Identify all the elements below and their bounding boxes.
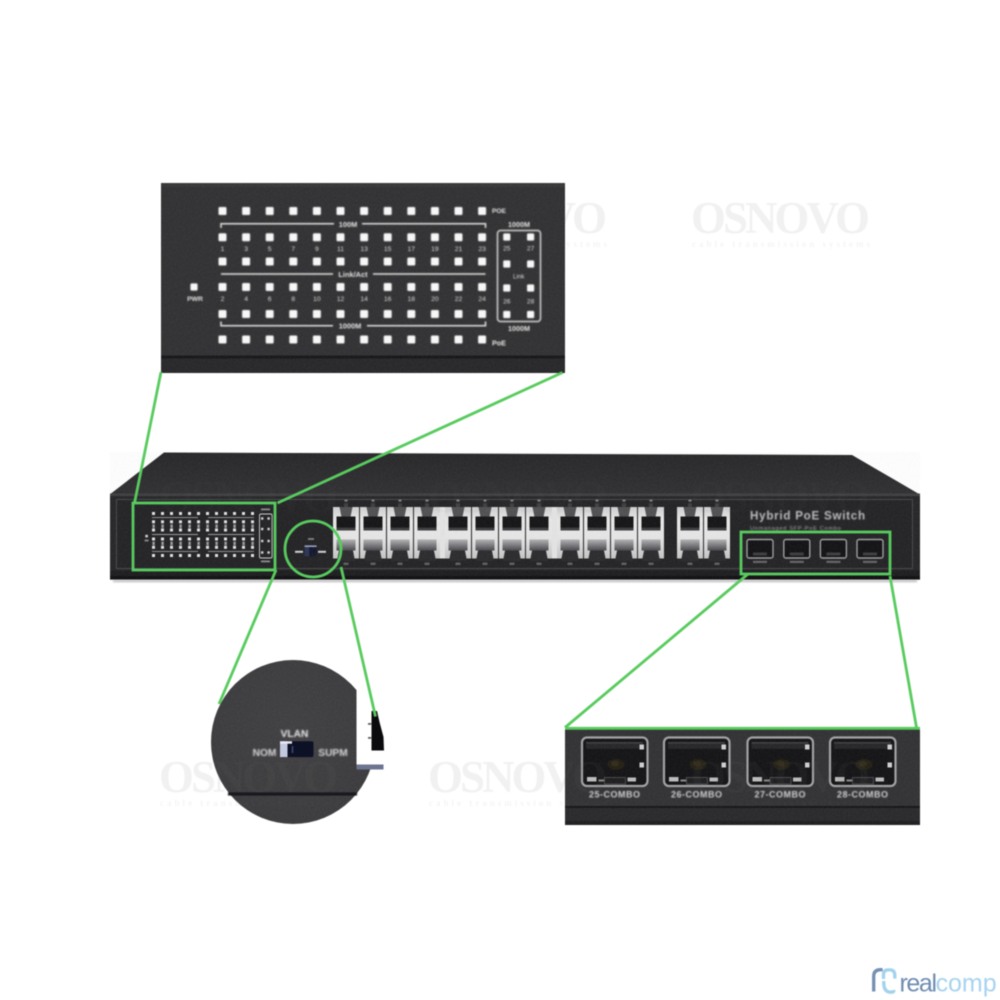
svg-text:realcomp: realcomp bbox=[900, 969, 997, 997]
svg-text:4: 4 bbox=[244, 296, 248, 303]
svg-text:17: 17 bbox=[408, 246, 416, 253]
svg-text:100M: 100M bbox=[339, 220, 358, 229]
svg-text:14: 14 bbox=[360, 296, 368, 303]
svg-text:15: 15 bbox=[384, 246, 392, 253]
svg-text:PWR: PWR bbox=[187, 296, 203, 303]
svg-text:12: 12 bbox=[337, 296, 345, 303]
svg-text:OSNOVO: OSNOVO bbox=[691, 193, 871, 243]
svg-text:OSNOVO: OSNOVO bbox=[159, 752, 339, 802]
svg-text:OSNOVO: OSNOVO bbox=[428, 472, 608, 522]
svg-text:1000M: 1000M bbox=[508, 220, 530, 229]
svg-text:24: 24 bbox=[478, 296, 486, 303]
svg-text:19: 19 bbox=[431, 246, 439, 253]
svg-text:6: 6 bbox=[268, 296, 272, 303]
svg-text:1000M: 1000M bbox=[339, 322, 362, 331]
svg-text:SUPM: SUPM bbox=[318, 748, 347, 759]
svg-text:OSNOVO: OSNOVO bbox=[691, 472, 871, 522]
svg-text:VLAN: VLAN bbox=[281, 729, 309, 740]
svg-text:1: 1 bbox=[221, 246, 225, 253]
svg-text:1000M: 1000M bbox=[508, 324, 530, 333]
svg-text:5: 5 bbox=[268, 246, 272, 253]
svg-text:25: 25 bbox=[503, 246, 511, 253]
svg-text:22: 22 bbox=[455, 296, 463, 303]
svg-text:PoE: PoE bbox=[492, 338, 506, 347]
svg-text:3: 3 bbox=[244, 246, 248, 253]
svg-text:11: 11 bbox=[337, 246, 344, 253]
svg-text:Link: Link bbox=[513, 274, 525, 281]
svg-text:13: 13 bbox=[360, 246, 368, 253]
svg-text:18: 18 bbox=[408, 296, 416, 303]
svg-text:23: 23 bbox=[478, 246, 486, 253]
svg-text:16: 16 bbox=[384, 296, 392, 303]
svg-text:NOM: NOM bbox=[253, 748, 277, 759]
svg-text:OSNOVO: OSNOVO bbox=[428, 752, 608, 802]
svg-text:7: 7 bbox=[291, 246, 295, 253]
svg-text:26: 26 bbox=[503, 299, 511, 306]
svg-text:OSNOVO: OSNOVO bbox=[159, 472, 339, 522]
svg-text:Link/Act: Link/Act bbox=[338, 270, 368, 279]
svg-text:27: 27 bbox=[527, 246, 535, 253]
svg-text:9: 9 bbox=[315, 246, 319, 253]
svg-text:10: 10 bbox=[313, 296, 321, 303]
svg-text:OSNOVO: OSNOVO bbox=[691, 752, 871, 802]
svg-text:8: 8 bbox=[291, 296, 295, 303]
svg-text:2: 2 bbox=[221, 296, 225, 303]
svg-text:POE: POE bbox=[492, 208, 507, 215]
svg-text:21: 21 bbox=[455, 246, 463, 253]
svg-text:28: 28 bbox=[527, 299, 535, 306]
svg-text:20: 20 bbox=[431, 296, 439, 303]
